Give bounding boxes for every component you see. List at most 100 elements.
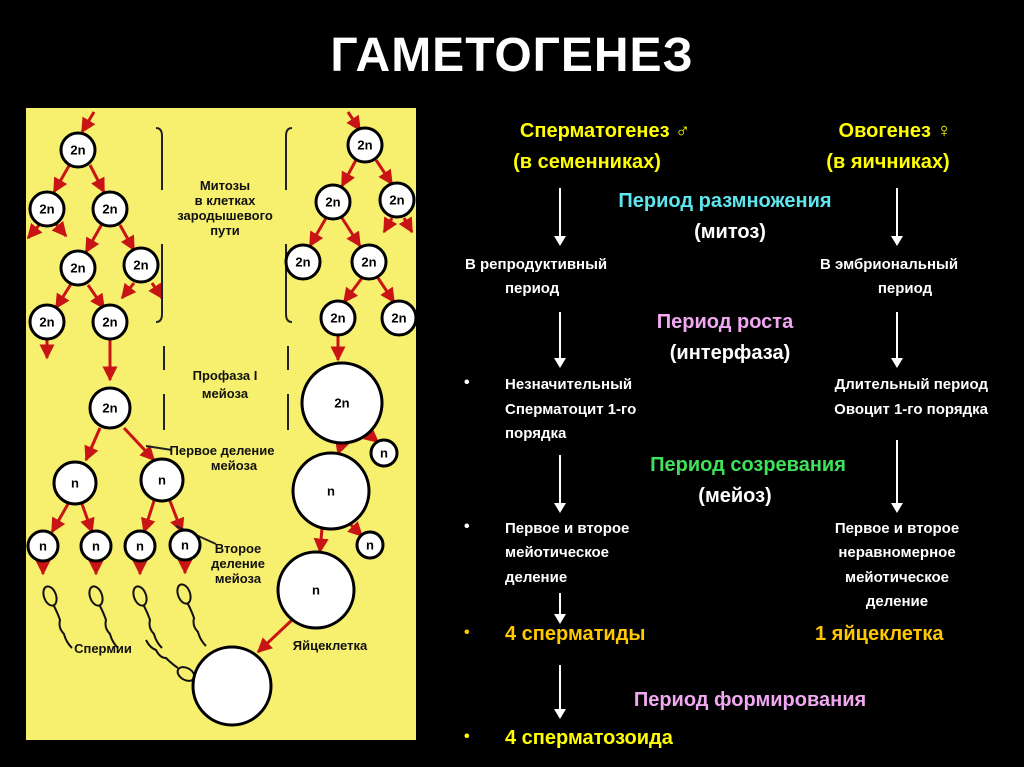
reproduction-female: период [877, 280, 933, 297]
cell-label: 2n [102, 401, 117, 416]
cell-label: 2n [70, 143, 85, 158]
cell-2n [122, 246, 160, 284]
reproduction-male: период [505, 280, 560, 297]
cell-label: 2n [39, 202, 54, 217]
cell-2n [284, 243, 322, 281]
cell-label: 2n [295, 255, 310, 270]
sperm-cells [42, 583, 207, 682]
oogenesis-title: Овогенез ♀ [838, 120, 952, 142]
cell-label: 2n [102, 202, 117, 217]
prophase-label: Профаза I [193, 368, 258, 383]
arrow-down-icon [554, 455, 566, 513]
maturation-female: Первое и второе [834, 520, 960, 537]
cell-n [123, 529, 157, 563]
cell-label: n [327, 484, 335, 499]
growth-male: Незначительный [505, 376, 633, 393]
reproduction-male: В репродуктивный [465, 256, 608, 273]
spermatogenesis-title: Сперматогенез ♂ [519, 120, 691, 142]
second-division-label: Второе [215, 541, 261, 556]
cell-label: n [39, 539, 47, 554]
cell-label: 2n [102, 315, 117, 330]
growth-male: Сперматоцит 1-го [505, 401, 637, 418]
egg-result: 1 яйцеклетка [815, 623, 944, 645]
spermatozoa-result: 4 сперматозоида [505, 727, 673, 749]
cell-2n [88, 386, 132, 430]
cell-2n [28, 303, 66, 341]
oogenesis-place: (в яичниках) [826, 151, 950, 173]
cell-label: n [181, 538, 189, 553]
polar-body [369, 438, 399, 468]
arrow-down-icon [554, 665, 566, 719]
cell-label: 2n [334, 396, 349, 411]
egg-label: Яйцеклетка [293, 638, 368, 653]
cell-2n [319, 299, 357, 337]
growth-male: порядка [505, 425, 567, 442]
maturation-male: Первое и второе [505, 520, 630, 537]
cell-2n [380, 299, 416, 337]
cell-2n [91, 303, 129, 341]
growth-female: Длительный период [834, 376, 988, 393]
cell-2n [28, 190, 66, 228]
cell-2n [346, 126, 384, 164]
cell-label: n [312, 583, 320, 598]
cell-label: 2n [361, 255, 376, 270]
first-division-label: мейоза [211, 458, 258, 473]
cell-n [139, 457, 185, 503]
mitosis-label: в клетках [195, 193, 257, 208]
second-division-label: мейоза [215, 571, 262, 586]
spermatogenesis-place: (в семенниках) [513, 151, 661, 173]
mitosis-label: зародышевого [177, 208, 273, 223]
cell-2n [314, 183, 352, 221]
cell-label: n [380, 446, 388, 461]
cell-label: n [71, 476, 79, 491]
cell-label: n [136, 539, 144, 554]
mitosis-label: Митозы [200, 178, 250, 193]
arrow-down-icon [891, 312, 903, 368]
growth-female: Овоцит 1-го порядка [834, 401, 988, 418]
formation-period: Период формирования [633, 689, 867, 711]
bullet: • [464, 624, 470, 641]
cell-n [276, 550, 356, 630]
slide-title: ГАМЕТОГЕНЕЗ [330, 29, 694, 82]
cell-n [291, 451, 371, 531]
cell-label: n [158, 473, 166, 488]
spermatids-result: 4 сперматиды [505, 623, 646, 645]
arrow-down-icon [891, 440, 903, 513]
cell-2n-oocyte [300, 361, 384, 445]
mitosis-label: пути [210, 223, 240, 238]
cell-2n [59, 249, 97, 287]
maturation-period: Период созревания [650, 454, 846, 476]
arrow-down-icon [554, 188, 566, 246]
bullet: • [464, 518, 470, 535]
maturation-process: (мейоз) [698, 485, 772, 507]
second-division-label: деление [211, 556, 265, 571]
egg-cell [191, 645, 273, 727]
cell-label: 2n [39, 315, 54, 330]
growth-period: Период роста [656, 311, 794, 333]
red-arrows [26, 111, 414, 654]
arrow-down-icon [554, 312, 566, 368]
bullet: • [464, 728, 470, 745]
first-division-label: Первое деление [170, 443, 275, 458]
cell-label: n [366, 538, 374, 553]
cell-2n [378, 181, 416, 219]
cell-n [79, 529, 113, 563]
maturation-female: мейотическое [844, 569, 950, 586]
cell-label: 2n [389, 193, 404, 208]
arrow-down-icon [891, 188, 903, 246]
cell-label: 2n [357, 138, 372, 153]
cell-label: 2n [330, 311, 345, 326]
sperm-label: Спермии [74, 641, 132, 656]
cell-2n [350, 243, 388, 281]
arrow-down-icon [554, 593, 566, 624]
gametogenesis-diagram: 2n 2n 2n 2n 2n 2n 2n 2n n n n n n n 2n 2… [26, 108, 416, 740]
cell-label: 2n [325, 195, 340, 210]
cell-n [168, 528, 202, 562]
maturation-male: мейотическое [505, 544, 610, 561]
cell-2n [91, 190, 129, 228]
reproduction-period: Период размножения [618, 190, 832, 212]
reproduction-process: (митоз) [694, 221, 766, 243]
maturation-male: деление [505, 569, 568, 586]
reproduction-female: В эмбриональный [820, 256, 959, 273]
maturation-female: неравномерное [838, 544, 956, 561]
